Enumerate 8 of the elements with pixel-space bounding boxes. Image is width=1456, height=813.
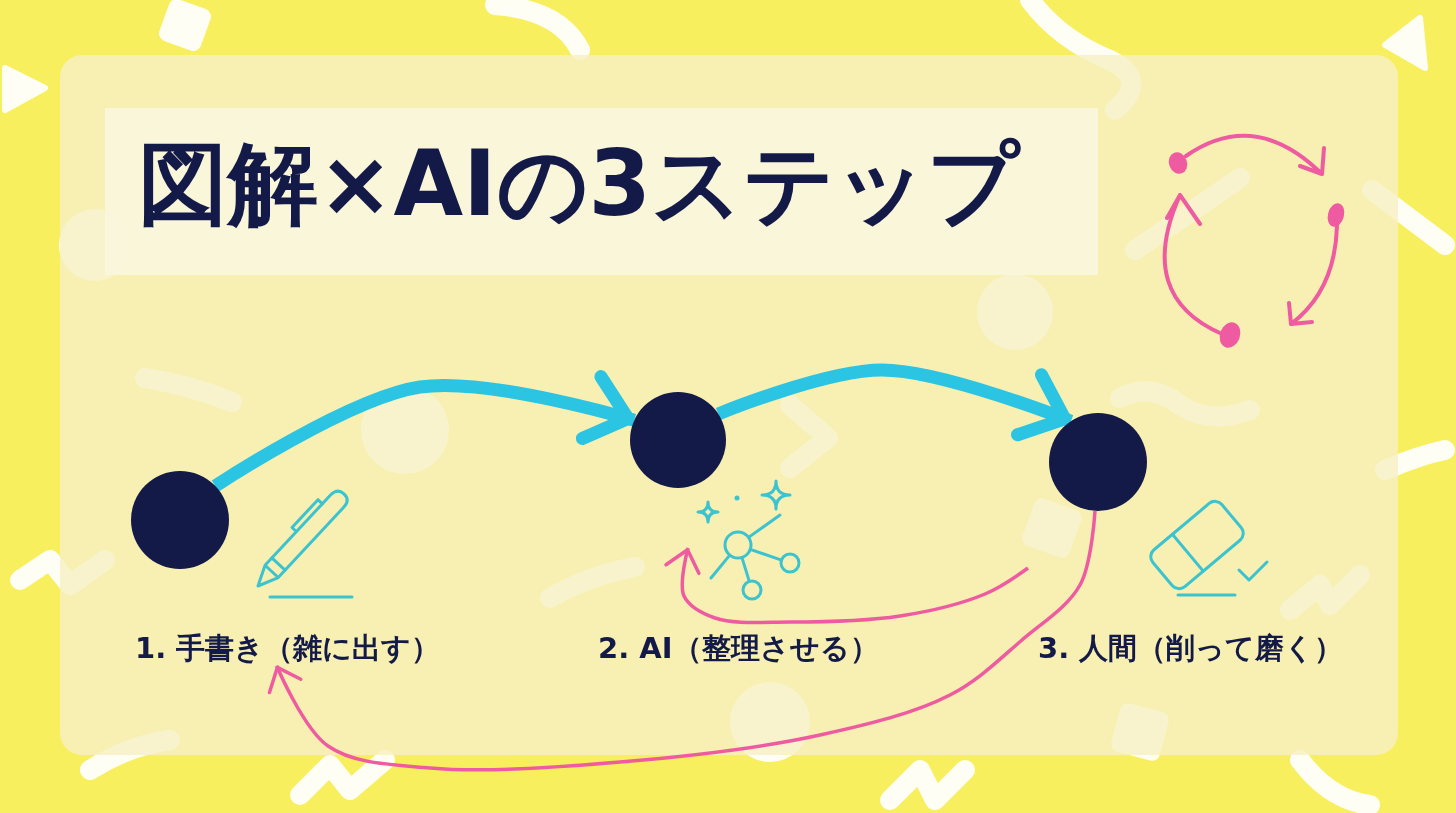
- curved-arrow: [664, 547, 1029, 625]
- title-banner: 図解×AIの3ステップ: [105, 108, 1098, 275]
- curved-arrow: [267, 510, 1097, 772]
- step-label: 3. 人間（削って磨く）: [1038, 631, 1344, 666]
- curved-arrow: [715, 363, 1074, 442]
- curved-arrow: [211, 370, 637, 492]
- step-label: 2. AI（整理させる）: [598, 631, 879, 666]
- step-label: 1. 手書き（雑に出す）: [135, 631, 441, 666]
